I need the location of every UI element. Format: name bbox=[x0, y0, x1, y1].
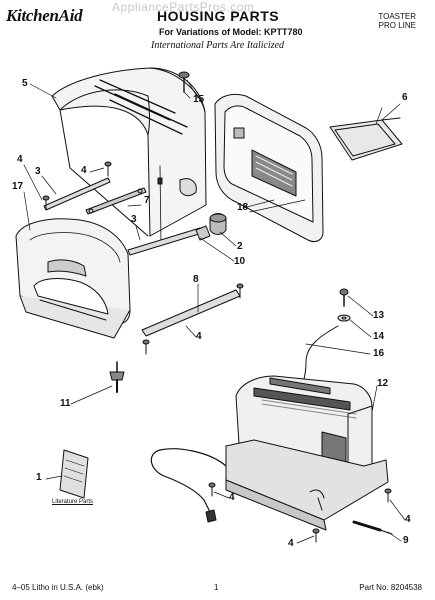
callout-8: 8 bbox=[193, 274, 199, 285]
screw-part-15 bbox=[178, 71, 199, 99]
bracket-part-7 bbox=[85, 187, 147, 215]
callout-2: 2 bbox=[237, 241, 243, 252]
product-line-1: TOASTER bbox=[378, 12, 416, 21]
leader-lines bbox=[23, 83, 406, 544]
top-cover-part bbox=[51, 67, 207, 245]
page-title: HOUSING PARTS bbox=[157, 8, 280, 24]
callout-17: 17 bbox=[12, 181, 24, 192]
toaster-body-part bbox=[225, 375, 389, 531]
literature-parts-label: Literature Parts bbox=[52, 499, 94, 505]
knob-part-2 bbox=[195, 213, 227, 241]
front-panel-part bbox=[15, 218, 131, 339]
callout-16: 16 bbox=[373, 348, 385, 359]
pin-part-9 bbox=[352, 520, 393, 535]
power-cord bbox=[150, 448, 227, 523]
screws-part-4-bottom bbox=[208, 482, 392, 543]
literature-booklet-part bbox=[59, 449, 89, 499]
side-plate-part bbox=[329, 107, 403, 161]
rear-panel-part bbox=[214, 93, 324, 243]
callout-3a: 3 bbox=[35, 166, 41, 177]
callout-13: 13 bbox=[373, 310, 385, 321]
callout-4e: 4 bbox=[405, 514, 411, 525]
footer-part-number: Part No. 8204538 bbox=[359, 583, 422, 592]
callout-4b: 4 bbox=[81, 165, 87, 176]
product-line-2: PRO LINE bbox=[378, 21, 416, 30]
international-note: International Parts Are Italicized bbox=[151, 40, 285, 51]
callout-1: 1 bbox=[36, 472, 42, 483]
rail-part-3-lower bbox=[127, 227, 203, 256]
rail-part-3-upper bbox=[42, 161, 112, 211]
callout-5: 5 bbox=[22, 78, 28, 89]
callout-9: 9 bbox=[403, 535, 409, 546]
brand-logo: KitchenAid bbox=[6, 6, 83, 25]
callout-10: 10 bbox=[234, 256, 246, 267]
callout-4c: 4 bbox=[196, 331, 202, 342]
callout-18: 18 bbox=[237, 202, 249, 213]
callout-4d: 4 bbox=[229, 492, 235, 503]
callout-12: 12 bbox=[377, 378, 389, 389]
callout-15: 15 bbox=[193, 94, 205, 105]
footer-litho: 4–05 Litho in U.S.A. (ebk) bbox=[12, 583, 104, 592]
callout-14: 14 bbox=[373, 331, 385, 342]
callout-6: 6 bbox=[402, 92, 408, 103]
callout-3b: 3 bbox=[131, 214, 137, 225]
callout-7: 7 bbox=[144, 195, 150, 206]
model-subtitle: For Variations of Model: KPTT780 bbox=[159, 27, 303, 37]
watermark-text: AppliancePartsPros.com bbox=[112, 0, 255, 14]
knob-part-13 bbox=[337, 288, 351, 322]
footer-page-number: 1 bbox=[214, 583, 219, 592]
callout-4a: 4 bbox=[17, 154, 23, 165]
callout-11: 11 bbox=[60, 398, 71, 409]
callout-4f: 4 bbox=[288, 538, 294, 549]
foot-part-11 bbox=[109, 361, 125, 393]
rail-part-8 bbox=[141, 283, 244, 355]
